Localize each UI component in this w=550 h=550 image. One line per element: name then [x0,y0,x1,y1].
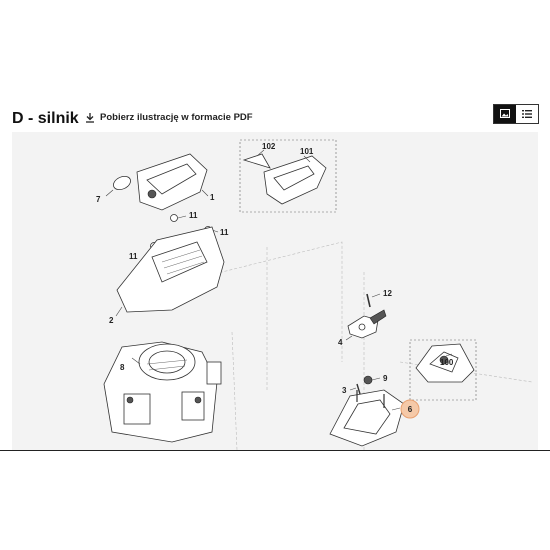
download-icon [85,112,95,123]
callout-6[interactable]: 6 [408,405,413,414]
exploded-parts-diagram: 7 1 102 101 11 11 11 2 12 4 100 8 9 3 6 [12,132,538,450]
callout-3[interactable]: 3 [342,386,347,395]
kit-100-group-box [409,339,477,401]
image-icon [500,105,510,123]
part-3-screw [349,383,361,395]
part-6-engine-plate [329,389,405,447]
image-view-button[interactable] [494,105,516,123]
part-11-screw-a [170,214,187,222]
callout-6-highlight[interactable]: 6 [400,399,420,419]
part-2-engine-shroud [115,226,225,317]
section-title: D - silnik [12,110,79,127]
part-100-bracket [415,343,475,383]
callout-9[interactable]: 9 [383,374,388,383]
list-view-button[interactable] [516,105,538,123]
view-toggle [493,104,539,124]
part-1-top-cover [136,153,209,211]
download-pdf-link[interactable]: Pobierz ilustrację w formacie PDF [85,112,253,123]
part-8-engine [103,341,222,443]
callout-12[interactable]: 12 [383,289,392,298]
callout-102[interactable]: 102 [262,142,276,151]
part-7-cap [105,175,131,197]
part-12-bolt [366,293,381,308]
list-icon [522,105,532,123]
callout-11-b[interactable]: 11 [220,228,229,237]
part-9-nut [363,375,381,385]
callout-4[interactable]: 4 [338,338,343,347]
part-101-cover [263,155,327,205]
callout-11-a[interactable]: 11 [189,211,198,220]
callout-11-c[interactable]: 11 [129,252,138,261]
callout-101[interactable]: 101 [300,147,314,156]
callout-8[interactable]: 8 [120,363,125,372]
callout-1[interactable]: 1 [210,193,215,202]
guide-line [231,331,238,450]
callout-2[interactable]: 2 [109,316,114,325]
kit-101-group-box [239,139,337,213]
part-4-control-lever [345,309,387,341]
diagram-canvas: 7 1 102 101 11 11 11 2 12 4 100 8 9 3 6 [96,139,533,450]
callout-7[interactable]: 7 [96,195,101,204]
part-102-tag [242,149,271,169]
callout-100[interactable]: 100 [440,358,454,367]
download-pdf-label: Pobierz ilustrację w formacie PDF [100,112,253,123]
guide-line [141,241,343,362]
page-header: D - silnik Pobierz ilustrację w formacie… [0,96,550,136]
bottom-divider [0,450,550,451]
